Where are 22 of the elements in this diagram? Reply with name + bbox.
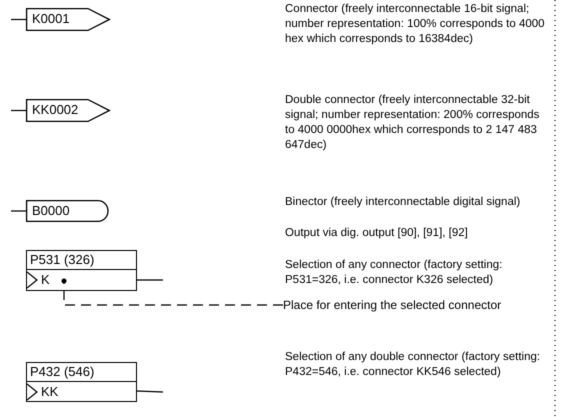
parameter-number: P432 (546) <box>27 363 136 382</box>
leader-line <box>62 278 283 306</box>
signal-line <box>11 110 26 112</box>
parameter-box <box>26 250 137 291</box>
description-text: Output via dig. output [90], [91], [92] <box>285 226 469 241</box>
note-text: Place for entering the selected connector <box>283 297 553 313</box>
signal-line <box>11 210 26 212</box>
signal-name: K0001 <box>32 11 70 27</box>
parameter-box <box>26 362 137 402</box>
description-text: Binector (freely interconnectable digital signal) <box>285 195 522 210</box>
description-text: Connector (freely interconnectable 16-bit signal; number representation: 100% corresponds to 4000 hex which corresponds to 16384dec) <box>285 2 546 47</box>
connector-type: K <box>41 271 50 288</box>
description-text: Selection of any double connector (factory setting: P432=546, i.e. connector KK546 selected) <box>285 350 542 380</box>
signal-name: B0000 <box>32 203 70 219</box>
signal-line <box>11 18 26 20</box>
signal-line <box>136 390 164 393</box>
description-text: Double connector (freely interconnectable 32-bit signal; number representation: 200% corresponds to 4000 0000hex which corresponds to 2 147 483 647dec) <box>285 93 540 153</box>
connector-type: KK <box>41 383 58 400</box>
signal-line <box>137 279 163 281</box>
description-text: Selection of any connector (factory setting: P531=326, i.e. connector K326 selected) <box>285 258 504 288</box>
parameter-number: P531 (326) <box>27 251 136 270</box>
signal-name: KK0002 <box>32 102 78 118</box>
